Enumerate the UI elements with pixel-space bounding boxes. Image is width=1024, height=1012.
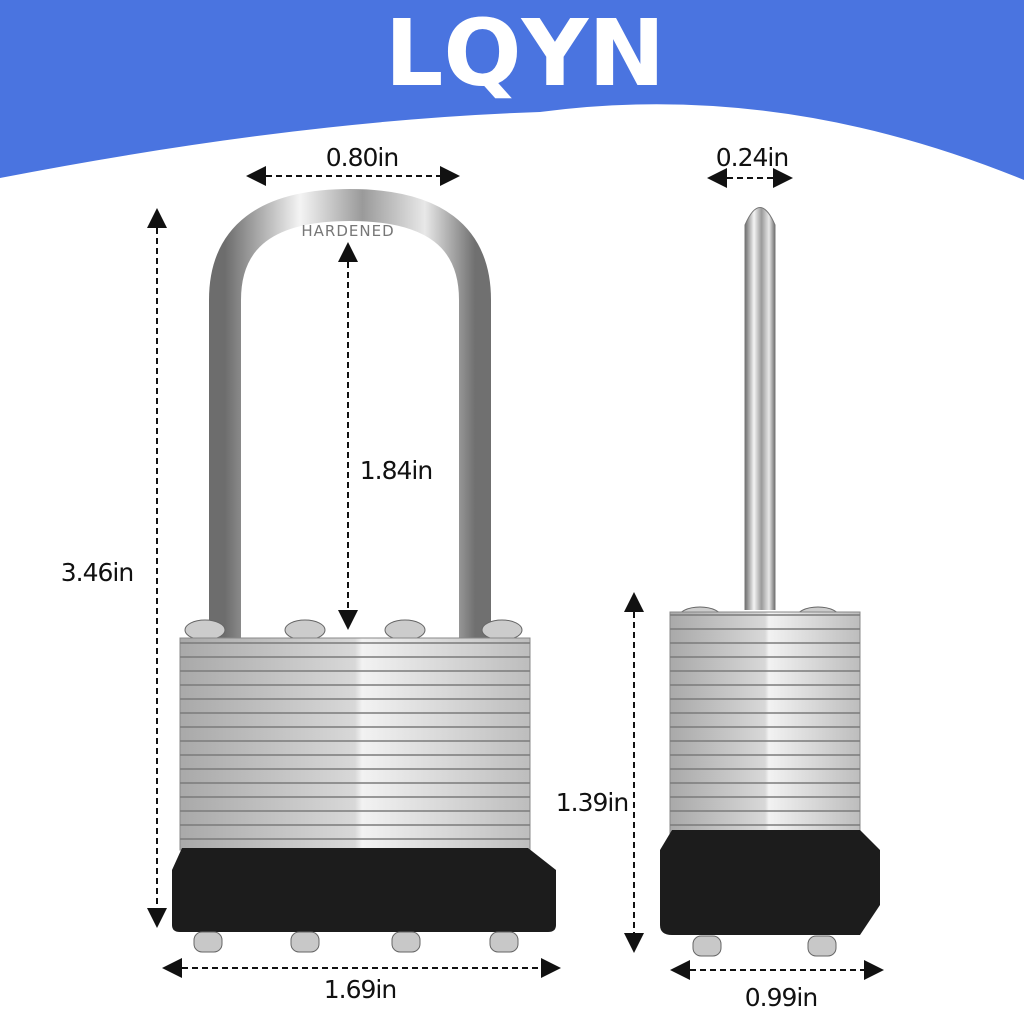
shackle-side — [744, 207, 776, 610]
label-body-height: 1.39in — [556, 788, 628, 817]
brand-logo: LQYN — [385, 0, 665, 107]
padlock-front-view: HARDENED — [172, 188, 556, 953]
brand-banner — [0, 0, 1024, 180]
label-total-height: 3.46in — [61, 558, 133, 587]
label-shackle-diameter: 0.24in — [716, 143, 788, 172]
label-body-width: 1.69in — [324, 975, 396, 1004]
shackle — [209, 188, 491, 640]
shackle-engraving: HARDENED — [301, 222, 394, 240]
label-clearance: 1.84in — [360, 456, 432, 485]
padlock-side-view — [660, 207, 880, 957]
label-body-thickness: 0.99in — [745, 983, 817, 1012]
label-shackle-width: 0.80in — [326, 143, 398, 172]
